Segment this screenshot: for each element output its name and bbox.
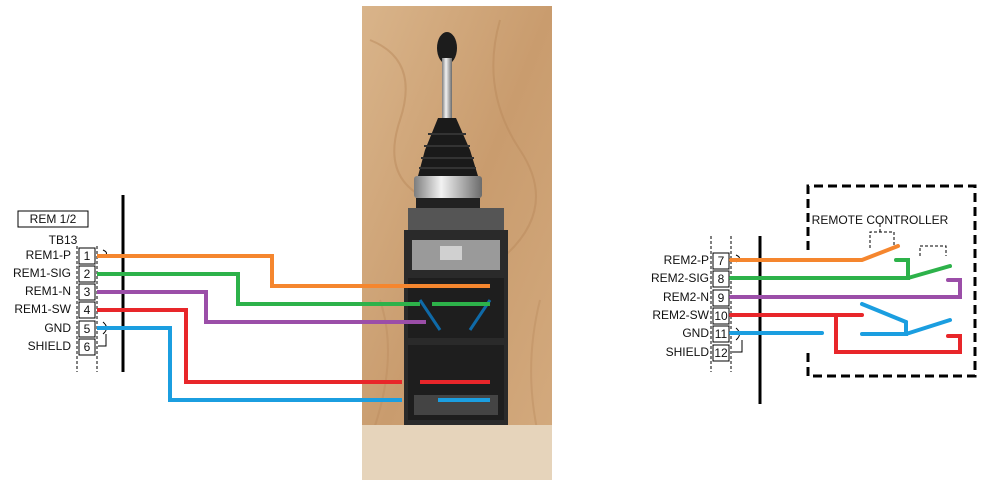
- left-label-6: SHIELD: [28, 339, 72, 353]
- wire-rem1-sig: [97, 272, 420, 306]
- wire-rem2-sw-loop: [834, 313, 962, 354]
- left-num-4: 4: [84, 303, 91, 317]
- left-wires: [97, 254, 490, 402]
- right-num-9: 9: [718, 291, 725, 305]
- left-terminal-block: REM 1/2 TB13 REM1-P REM1-SIG REM1-N REM1…: [13, 195, 125, 372]
- right-label-12: SHIELD: [666, 345, 710, 359]
- left-num-6: 6: [84, 340, 91, 354]
- left-num-5: 5: [84, 322, 91, 336]
- left-terminal-block-label: TB13: [49, 233, 78, 247]
- left-label-2: REM1-SIG: [13, 266, 71, 280]
- right-num-8: 8: [718, 272, 725, 286]
- right-num-11: 11: [715, 327, 728, 341]
- wire-rem2-sig-b: [906, 264, 952, 280]
- wire-rem1-p: [97, 254, 490, 288]
- left-label-5: GND: [44, 321, 71, 335]
- joystick-photo: [362, 6, 552, 480]
- wire-gnd-switch-a: [860, 302, 908, 324]
- remote-controller-label: REMOTE CONTROLLER: [812, 213, 949, 227]
- right-label-8: REM2-SIG: [651, 271, 709, 285]
- wire-gnd-switch-c: [904, 318, 952, 336]
- wire-rem1-sw: [97, 308, 402, 384]
- right-label-10: REM2-SW: [652, 308, 709, 322]
- left-header: REM 1/2: [30, 212, 77, 226]
- left-num-1: 1: [84, 249, 91, 263]
- right-label-11: GND: [682, 326, 709, 340]
- remote-controller-box: REMOTE CONTROLLER: [806, 184, 977, 378]
- right-label-9: REM2-N: [663, 290, 709, 304]
- right-num-7: 7: [718, 254, 725, 268]
- wire-gnd-switch-b: [860, 320, 908, 336]
- wire-rem2-n: [729, 278, 962, 299]
- right-label-7: REM2-P: [664, 253, 709, 267]
- wire-rem1-n: [97, 290, 426, 324]
- wire-rem2-sig: [729, 258, 910, 280]
- right-num-10: 10: [714, 309, 728, 323]
- left-num-3: 3: [84, 285, 91, 299]
- right-num-12: 12: [714, 346, 728, 360]
- wire-rem2-p: [729, 244, 900, 262]
- right-terminal-block: REM2-P REM2-SIG REM2-N REM2-SW GND SHIEL…: [651, 236, 762, 404]
- left-num-2: 2: [84, 267, 91, 281]
- left-label-1: REM1-P: [26, 248, 71, 262]
- left-label-4: REM1-SW: [14, 302, 71, 316]
- wire-gnd-left: [97, 326, 402, 402]
- left-label-3: REM1-N: [25, 284, 71, 298]
- right-wires: [729, 244, 962, 354]
